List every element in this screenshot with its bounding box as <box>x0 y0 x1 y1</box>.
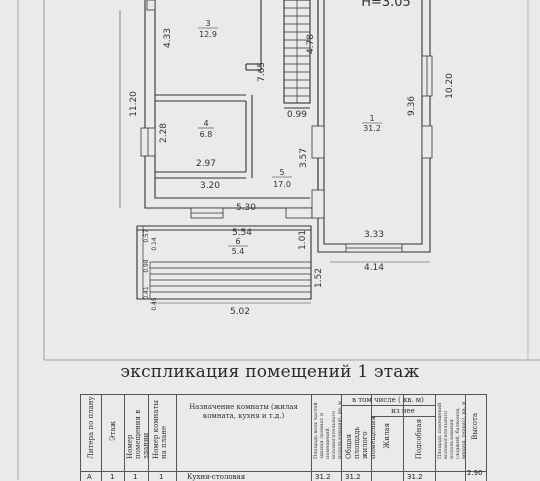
row1-floor: 1 <box>110 473 115 481</box>
dim-label: 3.57 <box>299 148 309 168</box>
dim-label: 2.28 <box>159 123 169 143</box>
height-label: H=3.05 <box>361 0 411 10</box>
room-5-number: 5 <box>279 168 284 177</box>
header-incl: в том числе ( кв. м) <box>341 396 435 406</box>
dim-label: 3.33 <box>364 230 384 240</box>
dim-label: 5.54 <box>232 228 252 238</box>
explication-table: Литера по плану Этаж Номер помещения в з… <box>80 394 487 481</box>
walls <box>136 0 431 300</box>
dim-label: 7.65 <box>257 62 267 82</box>
dim-label: 2.97 <box>196 159 216 169</box>
header-aux-use: Площадь помещений вспомогательного испол… <box>437 401 467 459</box>
col-auxiliary: Подсобная <box>403 395 436 481</box>
header-rule <box>81 471 487 472</box>
header-auxiliary: Подсобная <box>415 419 423 460</box>
room-5-area: 17.0 <box>273 180 291 189</box>
col-room-on-plan: Номер комнаты на плане <box>148 395 177 481</box>
row1-auxiliary: 31.2 <box>407 473 423 481</box>
dim-label: 0.14 <box>151 237 158 251</box>
dim-label: 1.52 <box>314 268 324 288</box>
row1-height: 2.90 <box>467 469 483 477</box>
header-room-no: Номер помещения в здании <box>126 409 150 459</box>
room-1-number: 1 <box>369 114 374 123</box>
header-floor: Этаж <box>109 421 117 441</box>
dim-label: 5.02 <box>230 307 250 317</box>
dim-label: 4.14 <box>364 263 384 273</box>
room-3-number: 3 <box>205 19 210 28</box>
col-litera: Литера по плану <box>81 395 102 481</box>
dim-label: 3.20 <box>200 181 220 191</box>
col-purpose: Назначение комнаты (жилая комната, кухня… <box>176 395 312 481</box>
row1-room-on-plan: 1 <box>159 473 164 481</box>
row1-area-total: 31.2 <box>315 473 331 481</box>
room-4-area: 6.8 <box>200 130 213 139</box>
header-room-on-plan: Номер комнаты на плане <box>152 400 168 459</box>
room-3-area: 12.9 <box>199 30 217 39</box>
porch-steps <box>136 225 311 300</box>
header-litera: Литера по плану <box>87 396 95 459</box>
dim-label: 4.33 <box>163 28 173 48</box>
room-6-number: 6 <box>235 237 240 246</box>
windows <box>140 0 433 253</box>
header-living: Жилая <box>383 423 391 449</box>
dim-label: 0.45 <box>151 297 158 311</box>
dim-label: 0.99 <box>287 110 307 120</box>
header-height: Высота <box>471 413 479 440</box>
row1-room-no: 1 <box>133 473 138 481</box>
col-area-common: Общая площадь жилого помещения <box>341 395 377 481</box>
header-area-total: Площадь всех частей здания (комнат и пом… <box>313 401 343 459</box>
dim-label: 5.30 <box>236 203 256 213</box>
col-floor: Этаж <box>101 395 125 481</box>
dim-label: 0.57 <box>143 229 150 243</box>
dim-label: 11.20 <box>129 91 139 117</box>
col-room-no: Номер помещения в здании <box>124 395 150 481</box>
row1-area-common: 31.2 <box>345 473 361 481</box>
col-height: Высота <box>465 395 487 481</box>
dim-label: 0.41 <box>143 286 150 300</box>
explication-title: экспликация помещений 1 этаж <box>120 362 420 382</box>
row1-purpose: Кухня-столовая <box>187 473 246 481</box>
row1-litera: А <box>87 473 92 481</box>
header-area-common: Общая площадь жилого помещения <box>345 416 377 459</box>
room-1-area: 31.2 <box>363 124 381 133</box>
dim-label: 10.20 <box>445 73 455 99</box>
room-6-area: 5.4 <box>232 247 245 256</box>
stair-treads <box>284 0 310 103</box>
col-living: Жилая <box>371 395 404 481</box>
dim-label: 9.36 <box>407 96 417 116</box>
dim-label: 0.98 <box>143 259 150 273</box>
dim-label: 4.78 <box>306 34 316 54</box>
col-aux-use: Площадь помещений вспомогательного испол… <box>435 395 467 481</box>
col-area-total: Площадь всех частей здания (комнат и пом… <box>311 395 343 481</box>
dim-label: 1.01 <box>298 230 308 250</box>
room-4-number: 4 <box>203 119 208 128</box>
header-purpose: Назначение комнаты (жилая комната, кухня… <box>189 403 298 420</box>
